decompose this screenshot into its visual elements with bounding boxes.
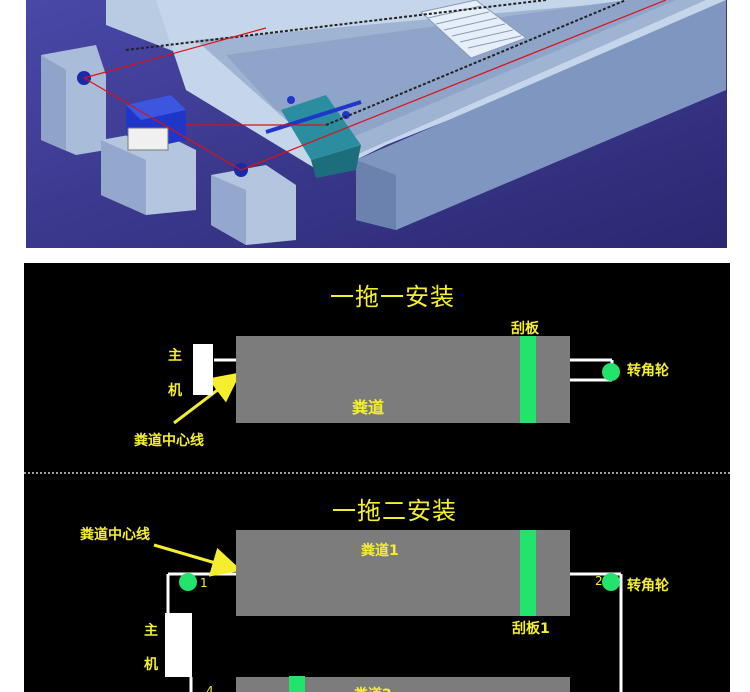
schematic-lines (24, 358, 730, 692)
render-illustration (26, 0, 727, 248)
wheel-number-2: 2 (595, 574, 603, 588)
host2-label-top: 主 (144, 623, 158, 639)
scraper2-bar (289, 676, 305, 692)
channel2-box (236, 677, 570, 692)
centerline-arrow (173, 372, 241, 425)
host2-label-bottom: 机 (144, 657, 158, 673)
scraper1-bar (520, 530, 536, 616)
motor-unit (126, 95, 186, 151)
corner-wheel-label-2: 转角轮 (627, 578, 669, 594)
channel1-box (236, 530, 570, 616)
schematic-panel: 一拖一安装 粪道 刮板 主 机 转角轮 粪道中心线 一拖二安装 粪道中心线 粪道… (24, 263, 730, 692)
host-label-bottom: 机 (168, 383, 182, 399)
channel-label: 粪道 (352, 398, 385, 417)
scraper-label: 刮板 (511, 321, 539, 337)
scraper-bar (520, 336, 536, 423)
grate (419, 0, 528, 59)
wheel-number-4: 4 (206, 684, 214, 692)
scraper-blade (265, 95, 362, 178)
section1-title: 一拖一安装 (330, 283, 455, 311)
centerline-label-2: 粪道中心线 (80, 527, 150, 543)
section2-title: 一拖二安装 (332, 497, 457, 525)
wheel-number-1: 1 (200, 576, 208, 590)
centerline-label: 粪道中心线 (134, 433, 204, 449)
scraper1-label: 刮板1 (512, 621, 550, 637)
host-machine (193, 344, 213, 395)
wheel-1-icon (179, 573, 197, 591)
wheel-2-icon (602, 573, 620, 591)
installation-3d-render (26, 0, 727, 248)
host-machine-2 (165, 613, 192, 677)
corner-wheel-label: 转角轮 (627, 363, 669, 379)
centerline-arrow-2 (153, 543, 242, 577)
corner-wheel-icon (602, 363, 620, 381)
channel1-label: 粪道1 (361, 543, 399, 559)
host-label-top: 主 (168, 348, 182, 364)
channel2-label: 粪道2 (354, 684, 392, 692)
channel-box (236, 336, 570, 423)
